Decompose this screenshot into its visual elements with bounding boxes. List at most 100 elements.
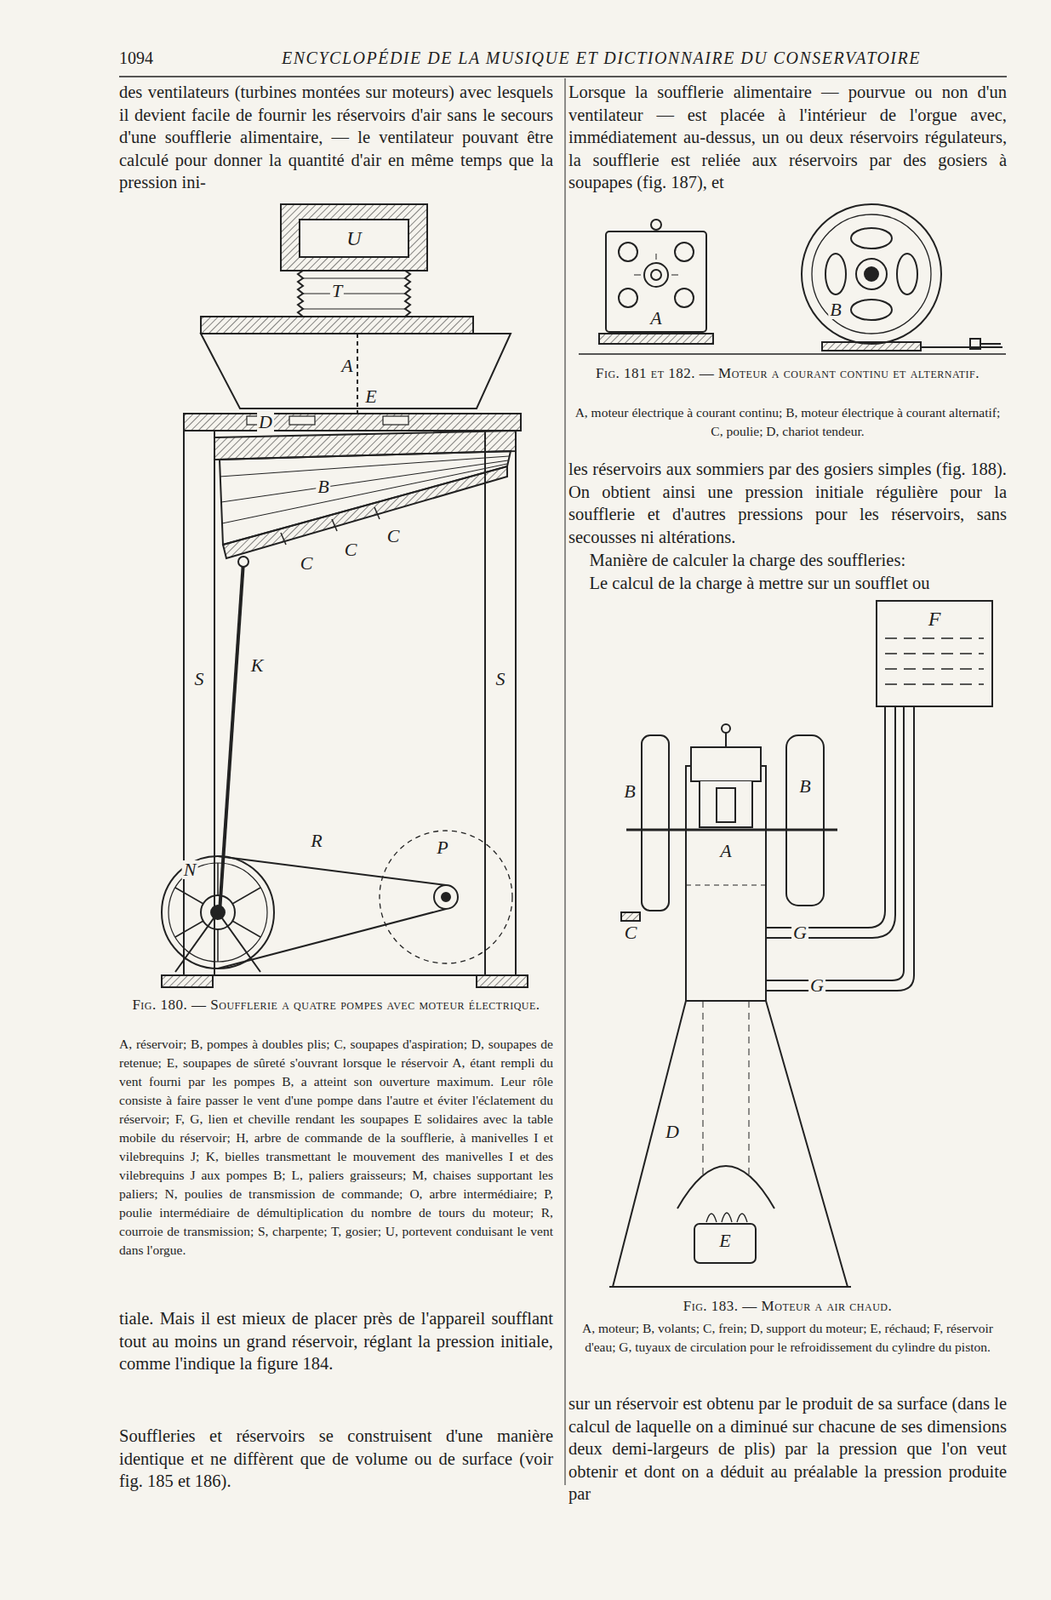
callout-letter: G [808, 976, 826, 995]
callout-letter: B [622, 782, 637, 801]
callout-letter: C [342, 540, 360, 560]
soufflerie-figure [302, 308, 406, 310]
callout-letter: R [308, 831, 324, 851]
electric-motors-figure [671, 274, 679, 276]
box-letter: U [346, 228, 361, 249]
hot-air-engine-figure [885, 683, 984, 685]
soufflerie-figure [485, 430, 516, 976]
hot-air-engine-figure [786, 735, 824, 906]
soufflerie-figure [302, 278, 406, 280]
soufflerie-figure [200, 316, 474, 334]
page-number: 1094 [119, 47, 196, 69]
soufflerie-figure [289, 416, 315, 425]
callout-letter: B [797, 776, 812, 796]
soufflerie-figure [238, 556, 249, 567]
soufflerie-figure [200, 333, 511, 409]
soufflerie-figure [405, 270, 411, 317]
hot-air-engine-figure [885, 652, 984, 654]
electric-motors-figure [674, 242, 694, 262]
electric-motors-figure [605, 231, 707, 332]
electric-motors-figure [896, 253, 918, 295]
callout-letter: P [434, 838, 450, 857]
hot-air-engine-figure [641, 735, 669, 911]
soufflerie-figure [217, 862, 219, 896]
soufflerie-figure [280, 532, 286, 545]
hot-air-engine-figure [765, 706, 896, 938]
callout-letter: G [791, 923, 809, 943]
callout-letter: K [249, 656, 266, 675]
hot-air-engine-figure [694, 1223, 756, 1263]
soufflerie-figure [175, 920, 204, 937]
electric-motors-figure [599, 333, 714, 344]
body-text: Manière de calculer la charge des souffl… [568, 548, 1007, 572]
soufflerie-figure [175, 912, 261, 972]
electric-motors-figure [851, 299, 892, 320]
soufflerie-figure [434, 885, 458, 909]
hot-air-engine-figure [748, 1000, 750, 1175]
soufflerie-figure [374, 507, 380, 520]
body-text: Le calcul de la charge à mettre sur un s… [568, 571, 1007, 595]
figure-key: A, moteur électrique à courant continu; … [568, 403, 1007, 441]
soufflerie-figure [217, 929, 219, 962]
soufflerie-figure [161, 975, 213, 988]
hot-air-engine-figure [626, 828, 838, 832]
figure-caption: Fig. 180. — Soufflerie a quatre pompes a… [119, 995, 554, 1015]
soufflerie-figure [183, 430, 215, 976]
soufflerie-figure [232, 887, 261, 904]
soufflerie-figure [302, 293, 406, 295]
hot-air-engine-figure [609, 1285, 852, 1288]
soufflerie-figure [161, 204, 528, 988]
hot-air-engine-figure [765, 706, 914, 991]
hot-air-engine-figure [612, 1000, 848, 1287]
soufflerie-figure [217, 908, 446, 969]
soufflerie-figure [331, 519, 338, 532]
callout-letter: E [363, 387, 378, 406]
hot-air-engine-figure [677, 1165, 775, 1209]
callout-letter: B [828, 300, 843, 320]
running-head: ENCYCLOPÉDIE DE LA MUSIQUE ET DICTIONNAI… [195, 47, 1007, 69]
electric-motors-figure [651, 269, 662, 280]
hot-air-engine-figure [725, 731, 727, 748]
electric-motors-figure [578, 353, 1006, 355]
labelled-box: U [299, 219, 409, 258]
hot-air-engine-figure [885, 668, 984, 669]
soufflerie-figure [232, 920, 261, 937]
soufflerie-figure [161, 974, 528, 977]
body-text: des ventilateurs (turbines montées sur m… [119, 80, 554, 195]
electric-motors-figure [618, 288, 638, 308]
hot-air-engine-figure [609, 600, 993, 1287]
body-text: les réservoirs aux sommiers par des gosi… [568, 457, 1007, 549]
electric-motors-figure [674, 288, 694, 308]
hot-air-engine-figure [699, 781, 753, 828]
soufflerie-figure [476, 975, 528, 988]
electric-motors-figure [856, 258, 887, 290]
electric-motors-figure [851, 228, 892, 249]
box-letter: F [928, 608, 942, 629]
soufflerie-figure [356, 333, 359, 414]
hot-air-engine-figure [702, 1000, 704, 1175]
callout-letter: A [339, 356, 355, 376]
electric-motors-figure [634, 274, 641, 276]
hot-air-engine-figure [685, 885, 766, 886]
electric-motors-figure [864, 267, 879, 281]
figure-key: A, réservoir; B, pompes à doubles plis; … [119, 1034, 554, 1260]
soufflerie-figure [280, 204, 428, 271]
callout-letter: D [663, 1122, 681, 1142]
electric-motors-figure [656, 253, 657, 260]
hot-air-engine-figure [706, 1212, 748, 1223]
soufflerie-figure [219, 451, 511, 545]
electric-motors-figure [811, 214, 932, 334]
soufflerie-figure [183, 413, 521, 431]
electric-motors-figure [825, 253, 846, 295]
hot-air-engine-figure [765, 706, 904, 981]
hot-air-engine-figure [716, 788, 736, 823]
soufflerie-figure [175, 887, 204, 904]
electric-motors-figure [980, 342, 1001, 345]
soufflerie-figure [441, 892, 451, 902]
callout-letter: A [718, 841, 733, 861]
labelled-box: F [878, 602, 991, 635]
callout-letter: N [182, 860, 199, 880]
figure-caption: Fig. 183. — Moteur a air chaud. [568, 1296, 1007, 1316]
body-text: tiale. Mais il est mieux de placer près … [119, 1307, 554, 1376]
